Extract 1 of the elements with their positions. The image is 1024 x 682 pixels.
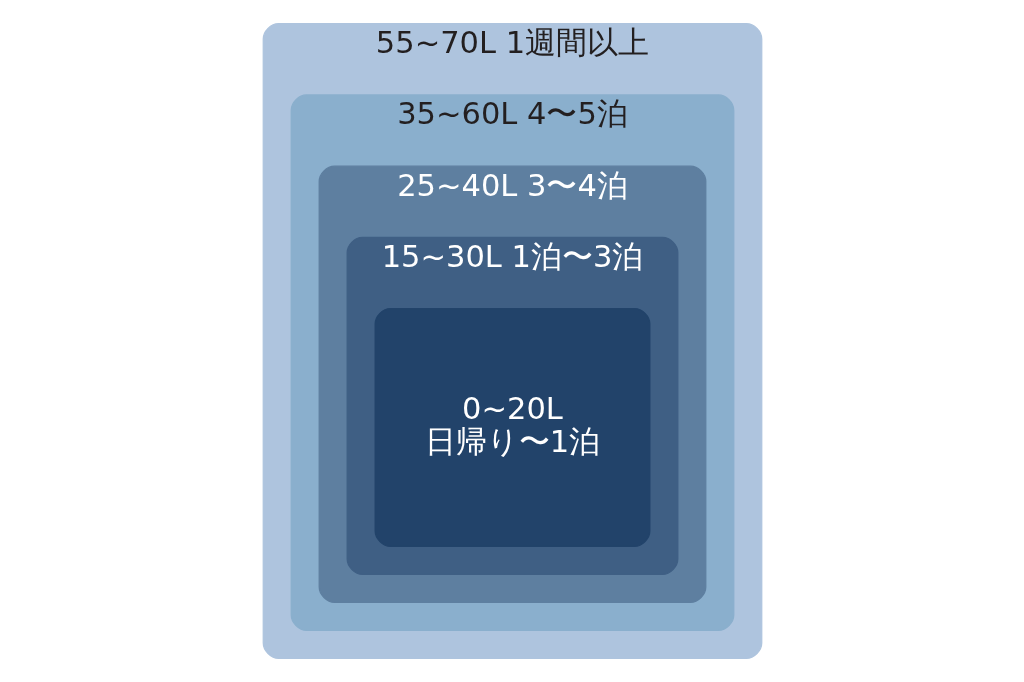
- node-box: 0~20L 日帰り〜1泊: [374, 307, 650, 547]
